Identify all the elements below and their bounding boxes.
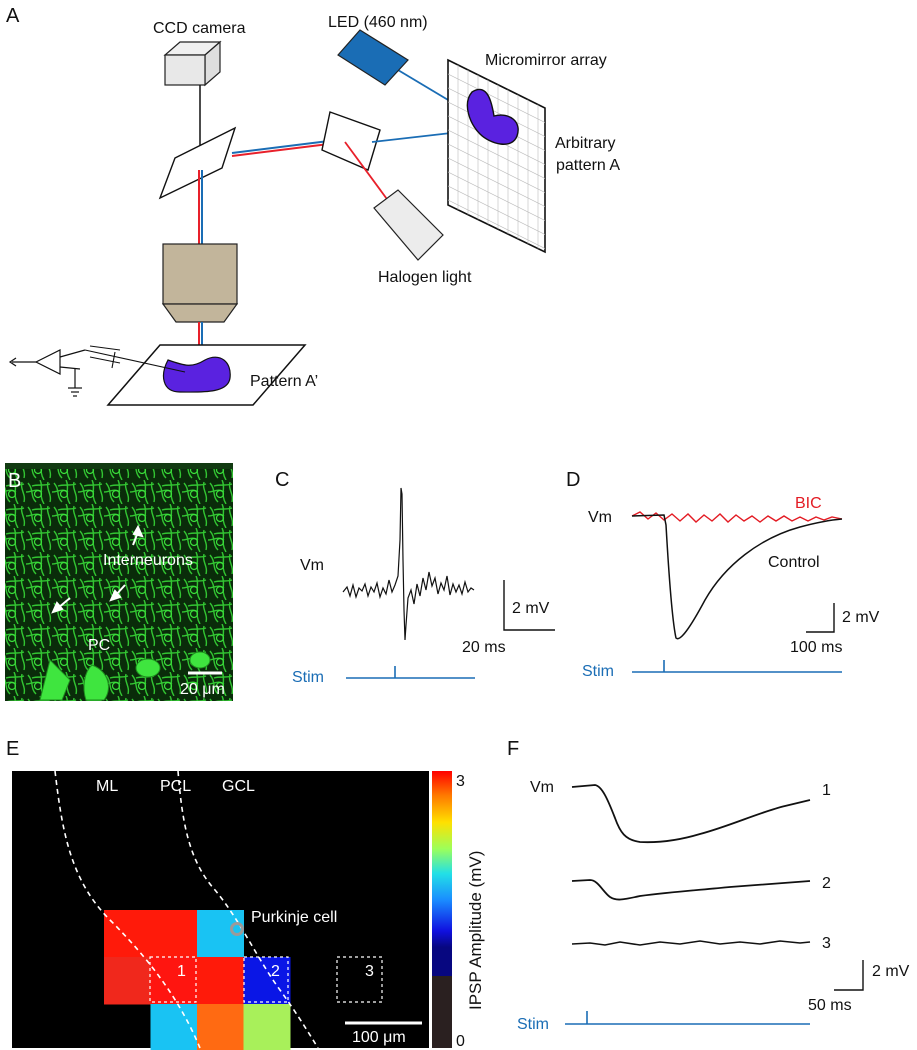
led-icon xyxy=(337,29,409,86)
map-cell xyxy=(243,1004,291,1050)
panel-e-map: E 1 2 3 Purkinje cell ML PCL GCL 100 μm xyxy=(6,738,485,1050)
map-cell xyxy=(197,957,244,1005)
site-1-label: 1 xyxy=(177,963,186,980)
panel-d-letter: D xyxy=(566,469,580,491)
fold-mirror xyxy=(321,111,381,171)
panel-d-scale-bar xyxy=(806,603,835,633)
objective-icon xyxy=(161,243,239,323)
panel-f-scale-bar xyxy=(834,960,864,991)
purkinje-cell-label: Purkinje cell xyxy=(251,909,337,926)
trace-1-label: 1 xyxy=(822,782,831,799)
interneurons-label: Interneurons xyxy=(103,552,193,569)
purkinje-somata xyxy=(39,651,211,701)
image-scale-label: 20 μm xyxy=(180,681,225,698)
pc-label: PC xyxy=(88,637,110,654)
pattern-a-label-2: pattern A xyxy=(556,157,620,174)
panel-c-letter: C xyxy=(275,469,289,491)
colorbar-min-label: 0 xyxy=(456,1033,465,1050)
panel-a-setup: A CCD camera LED (460 nm) xyxy=(6,5,620,406)
pattern-a-prime-shape xyxy=(162,356,231,393)
pcl-gcl-boundary xyxy=(177,770,319,1049)
panel-c-scale-t: 20 ms xyxy=(462,639,506,656)
control-label: Control xyxy=(768,554,820,571)
pattern-a-shape xyxy=(466,88,519,145)
panel-f-scale-t: 50 ms xyxy=(808,997,852,1014)
image-top-edge xyxy=(5,463,233,469)
halogen-label: Halogen light xyxy=(378,269,472,286)
panel-b-letter: B xyxy=(8,470,21,492)
panel-d-stim-label: Stim xyxy=(582,663,614,680)
map-cell xyxy=(150,910,198,958)
beam-splitter-left xyxy=(158,126,237,200)
panel-f-letter: F xyxy=(507,738,519,760)
panel-c-scale-v: 2 mV xyxy=(512,600,550,617)
panel-f-scale-v: 2 mV xyxy=(872,963,910,980)
ccd-camera-icon xyxy=(163,40,222,87)
bic-label: BIC xyxy=(795,495,822,512)
trace-site-1 xyxy=(571,784,811,844)
ccd-camera-label: CCD camera xyxy=(153,20,246,37)
gcl-label: GCL xyxy=(222,778,255,795)
map-cell xyxy=(150,1004,198,1050)
colorbar-zero-block xyxy=(432,976,452,1048)
led-label: LED (460 nm) xyxy=(328,14,428,31)
bic-trace xyxy=(631,511,843,523)
trace-2-label: 2 xyxy=(822,875,831,892)
micromirror-array-icon xyxy=(447,58,546,254)
map-cell xyxy=(104,910,151,958)
map-cell xyxy=(243,957,291,1005)
panel-e-letter: E xyxy=(6,738,19,760)
trace-site-2 xyxy=(571,879,811,901)
colorbar-gradient xyxy=(432,771,452,976)
micromirror-label: Micromirror array xyxy=(485,52,607,69)
panel-f-stim-label: Stim xyxy=(517,1016,549,1033)
map-scale-label: 100 μm xyxy=(352,1029,406,1046)
panel-d-scale-v: 2 mV xyxy=(842,609,880,626)
panel-c-trace: C Vm 2 mV 20 ms Stim xyxy=(275,469,555,686)
purkinje-cell-marker xyxy=(230,922,244,936)
map-cell xyxy=(150,957,198,1005)
panel-a-letter: A xyxy=(6,5,20,27)
trace-site-3 xyxy=(571,940,811,946)
site-3-label: 3 xyxy=(365,963,374,980)
pattern-a-label-1: Arbitrary xyxy=(555,135,615,152)
site-3-box xyxy=(336,956,383,1003)
site-1-box xyxy=(149,956,197,1003)
panel-d-trace: D Vm BIC Control 2 mV 100 ms Stim xyxy=(566,469,880,680)
panel-f-traces: F Vm 1 2 3 2 mV 50 ms Stim xyxy=(507,738,910,1033)
panel-f-vm-label: Vm xyxy=(530,779,554,796)
pcl-label: PCL xyxy=(160,778,191,795)
ml-label: ML xyxy=(96,778,118,795)
map-grid xyxy=(104,910,291,1050)
ml-pcl-boundary xyxy=(54,770,201,1049)
spike-trace xyxy=(342,487,475,641)
amplifier-icon xyxy=(8,349,86,397)
panel-d-scale-t: 100 ms xyxy=(790,639,842,656)
site-2-box xyxy=(243,956,289,1003)
panel-b-image: B Interneurons PC 20 μm xyxy=(5,463,233,701)
site-2-label: 2 xyxy=(271,963,280,980)
colorbar-title: IPSP Amplitude (mV) xyxy=(466,851,485,1010)
panel-c-vm-label: Vm xyxy=(300,557,324,574)
panel-c-stim-label: Stim xyxy=(292,669,324,686)
panel-d-vm-label: Vm xyxy=(588,509,612,526)
control-trace xyxy=(631,514,843,640)
map-cell xyxy=(197,1004,244,1050)
map-cell xyxy=(104,957,151,1005)
recording-electrode xyxy=(84,345,186,373)
trace-3-label: 3 xyxy=(822,935,831,952)
interneuron-arrows xyxy=(51,524,144,614)
pattern-a-prime-label: Pattern A’ xyxy=(250,373,318,390)
colorbar-max-label: 3 xyxy=(456,773,465,790)
halogen-light-icon xyxy=(373,189,444,261)
panel-c-scale-bar xyxy=(503,580,555,631)
